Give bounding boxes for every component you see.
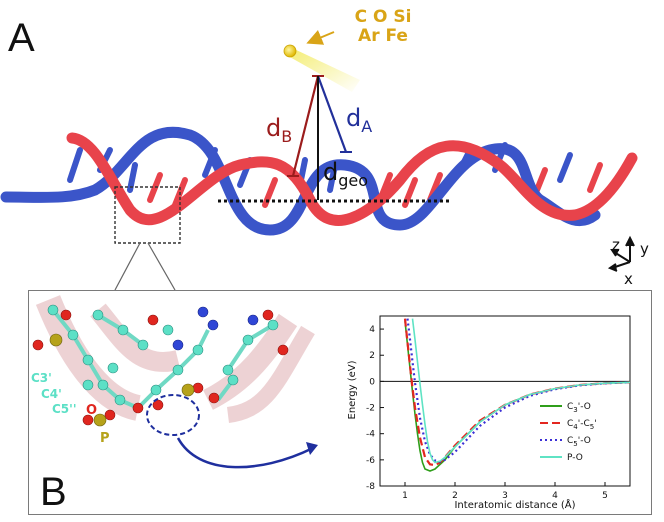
ion-sphere	[283, 44, 297, 58]
x-tick-label: 3	[502, 491, 508, 501]
x-axis-label: Interatomic distance (Å)	[454, 498, 575, 511]
axis-z-label: z	[612, 236, 620, 254]
ion-species-line2: Ar Fe	[358, 26, 408, 46]
y-tick-label: 4	[369, 325, 375, 335]
label-c4: C4'	[41, 387, 62, 401]
series-line-0	[404, 321, 630, 472]
axis-x-label: x	[624, 270, 633, 288]
molecular-zoom-illustration: C3' C4' C5'' O P	[31, 295, 318, 469]
y-axis-label: Energy (eV)	[347, 360, 358, 419]
bond-highlight-circle	[146, 394, 200, 436]
ion-species-line1: C O Si	[354, 7, 412, 27]
label-c5: C5''	[52, 402, 77, 416]
d-geo-label: dgeo	[323, 158, 368, 190]
y-tick-label: 0	[369, 377, 375, 387]
x-tick-label: 1	[402, 491, 408, 501]
blue-strand-backbone	[0, 126, 601, 236]
x-tick-label: 5	[602, 491, 608, 501]
y-tick-label: -2	[366, 404, 375, 414]
series-line-2	[406, 318, 630, 463]
bond-to-chart-arrow	[176, 437, 314, 469]
d-a-label: dA	[346, 104, 372, 136]
panel-a-letter: A	[8, 16, 35, 60]
series-line-1	[403, 318, 630, 467]
y-tick-label: -4	[366, 430, 375, 440]
series-line-3	[411, 318, 630, 464]
y-tick-label: -8	[366, 482, 375, 492]
energy-distance-chart: 1 2 3 4 5 4 2 0 -2 -4 -6 -8 C3'-O C4'-C5' C5'-O P-O Int…	[347, 315, 631, 511]
legend-label-1: C4'-C5'	[567, 419, 597, 431]
legend-label-3: P-O	[567, 453, 583, 463]
label-o: O	[86, 403, 97, 418]
ion-label-arrow	[306, 30, 335, 45]
dna-helix-illustration: dB dA dgeo z y x	[0, 30, 649, 290]
x-tick-label: 2	[452, 491, 458, 501]
legend-label-2: C5'-O	[567, 436, 591, 448]
axis-y-label: y	[640, 240, 649, 258]
d-a-line	[316, 75, 348, 153]
coordinate-axes-icon	[607, 235, 635, 272]
label-c3: C3'	[31, 371, 52, 385]
x-tick-label: 4	[552, 491, 558, 501]
ion-species-label: C O Si Ar Fe	[328, 8, 438, 46]
red-strand-backbone	[66, 132, 638, 226]
label-p: P	[100, 431, 110, 446]
zoom-region-box	[114, 186, 181, 244]
y-tick-label: -6	[366, 456, 375, 466]
ion-trail	[288, 48, 360, 92]
d-b-label: dB	[266, 114, 292, 146]
legend-label-0: C3'-O	[567, 402, 591, 414]
d-b-line	[291, 75, 320, 177]
panel-b-letter: B	[40, 470, 67, 514]
y-tick-label: 2	[369, 351, 375, 361]
plot-frame	[379, 315, 631, 487]
